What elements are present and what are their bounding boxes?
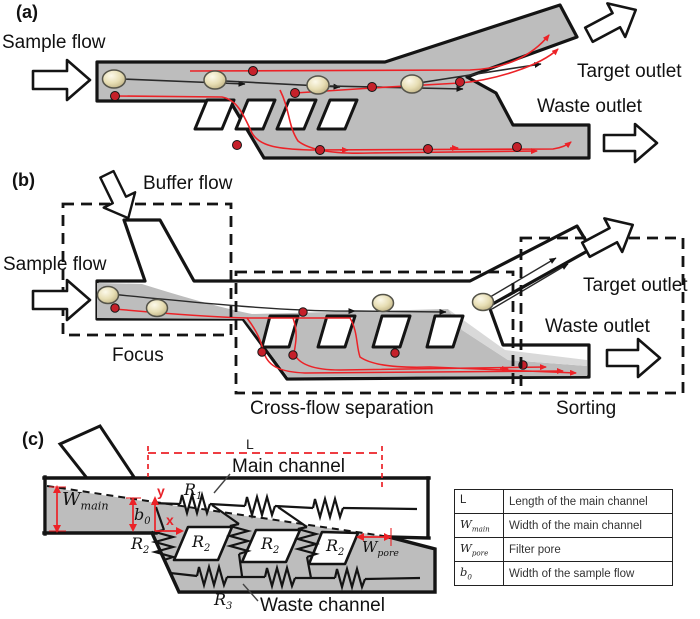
resistor-r3 [333,564,367,592]
main-channel-label: Main channel [232,456,346,477]
particle-dots-b [110,303,528,370]
resistor-r3 [195,562,229,590]
r3-label: R3 [214,590,233,613]
pillar [425,314,465,349]
filter-pillars-c [172,525,360,566]
pillar [172,525,234,562]
panel-c-tag: (c) [22,429,44,449]
waste-outlet-label-a: Waste outlet [537,96,642,117]
x-axis-label: x [166,512,174,528]
cross-flow-label: Cross-flow separation [250,398,434,419]
target-outlet-arrow [583,2,638,44]
target-outlet-label-a: Target outlet [577,61,682,82]
y-axis-label: y [157,483,165,499]
param-description: Filter pore [503,537,673,562]
focus-label: Focus [112,345,164,366]
beads-a [101,69,424,95]
resistor-r2 [150,528,178,562]
table-row: Wpore Filter pore [454,537,673,562]
focus-box [61,202,233,337]
target-outlet-label-b: Target outlet [583,275,688,296]
table-row: L Length of the main channel [454,489,673,514]
r2-label-pore1: R2 [192,532,211,555]
waste-channel-label: Waste channel [260,595,385,616]
wpore-label: Wpore [362,538,399,559]
param-symbol: Wmain [454,513,504,538]
panel-b [31,169,685,395]
r2-label-left: R2 [131,534,150,557]
pillar [371,314,412,349]
pillar [234,98,277,131]
r1-label: R1 [184,480,203,503]
sample-flow-arrow [31,278,92,322]
waste-outlet-arrow [602,122,659,164]
buffer-flow-arrow [99,169,137,220]
param-symbol: Wpore [454,537,504,562]
channel-walls-c [42,475,437,594]
param-symbol: b0 [454,561,504,586]
sample-flow-arrow [31,58,92,102]
resistor-r1 [311,494,345,522]
param-description: Length of the main channel [503,489,673,514]
diluted-stream-b [448,309,587,366]
b0-label: b0 [134,505,151,528]
length-dim-label: L [246,436,254,452]
flow-interface-line [46,485,391,538]
waste-channel-leader [242,583,259,602]
resistor-r2 [293,525,321,559]
parameter-table: L Length of the main channel Wmain Width… [454,489,673,586]
pillar [260,314,300,349]
resistor-r3 [263,563,297,591]
pillar [316,314,357,349]
filter-pillars-b [260,314,465,349]
buffer-flow-label: Buffer flow [143,173,233,194]
panel-c [42,424,437,602]
table-row: Wmain Width of the main channel [454,513,673,538]
main-channel-leader [213,473,231,494]
waste-outlet-arrow [605,337,662,379]
sample-flow-label-b: Sample flow [3,254,107,275]
dimension-annotations [49,446,392,546]
panel-a [31,2,659,164]
waste-outlet-label-b: Waste outlet [545,316,650,337]
pillar [316,98,359,131]
wmain-label: Wmain [62,489,109,513]
sorting-label: Sorting [556,398,617,419]
particle-dots-a [110,66,522,155]
panel-b-tag: (b) [12,170,35,190]
sample-flow-label-a: Sample flow [2,32,106,53]
pillar [193,98,236,131]
resistor-r1 [243,492,277,520]
table-row: b0 Width of the sample flow [454,561,673,586]
resistor-r2 [225,522,253,556]
param-symbol: L [454,489,504,514]
beads-b [96,285,495,318]
flow-block-arrows-a [31,2,659,164]
r2-label-pore2: R2 [261,534,280,557]
filter-pillars-a [193,98,359,131]
leader-lines-c [213,473,259,602]
panel-a-tag: (a) [16,2,38,22]
r2-label-pore3: R2 [326,536,345,559]
target-outlet-arrow [580,217,635,259]
wmain-dim-tick [49,486,66,532]
param-description: Width of the sample flow [503,561,673,586]
particle-trajectories-b [109,257,569,315]
flow-block-arrows-b [31,169,662,379]
param-description: Width of the main channel [503,513,673,538]
waste-channel-outline [149,530,437,594]
